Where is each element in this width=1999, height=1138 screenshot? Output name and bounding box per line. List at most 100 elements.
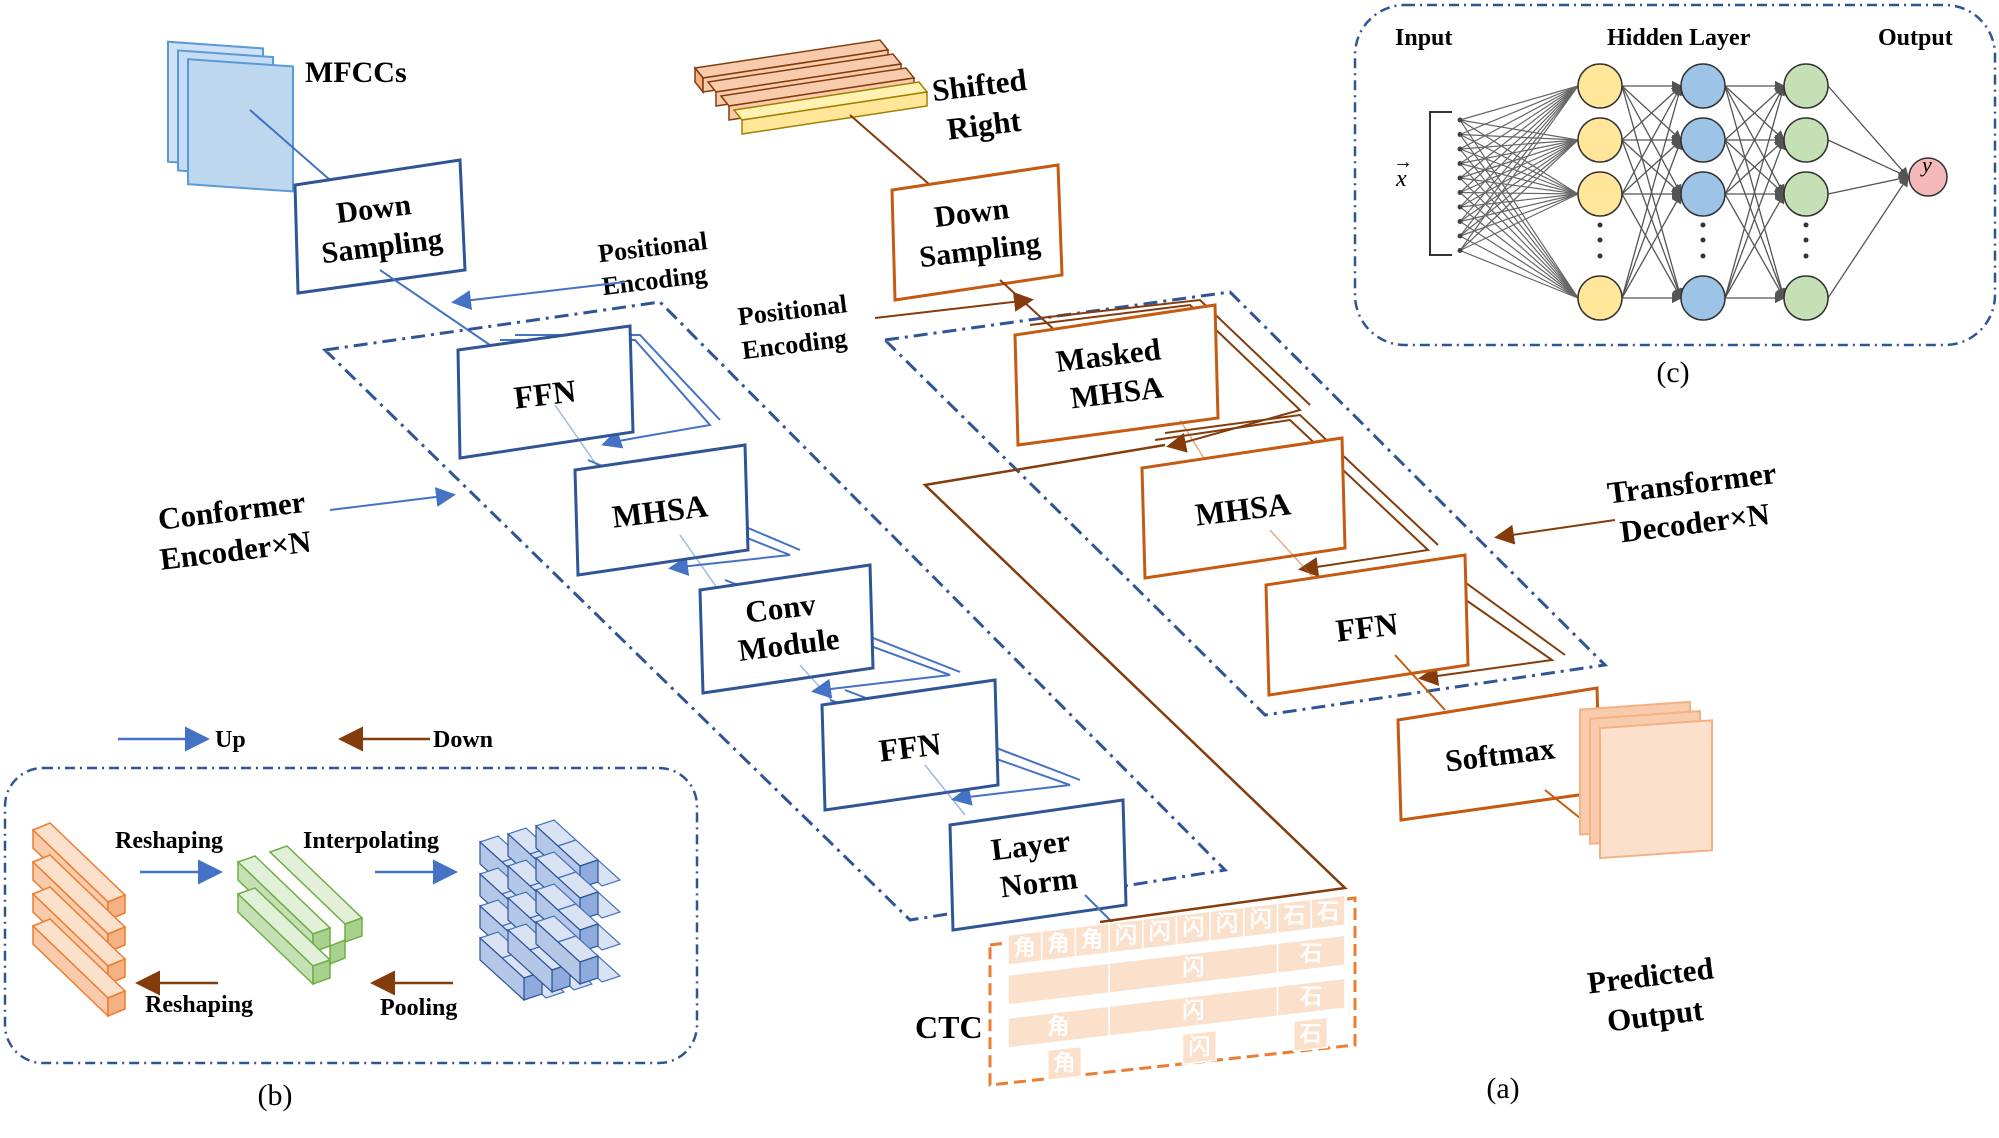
nn-nodes <box>1457 63 1948 321</box>
ctc-char: 角 <box>1081 927 1103 953</box>
ctc-char: 石 <box>1316 900 1339 925</box>
decoder-block-ffn: FFN <box>1264 553 1470 697</box>
ctc-cells: 角角角闪闪闪闪闪石石闪石角闪石角闪石 <box>1007 894 1346 1082</box>
cube-face <box>479 936 525 1002</box>
ctc-char: 闪 <box>1182 956 1204 981</box>
hidden-neuron <box>1783 275 1829 321</box>
ctc-char: 闪 <box>1182 999 1204 1024</box>
panel-b-orange-bars <box>31 822 127 1018</box>
ctc-char: 石 <box>1299 942 1322 967</box>
ctc-block: 角角角闪闪闪闪闪石石闪石角闪石角闪石 CTC <box>915 894 1357 1087</box>
ctc-char: 石 <box>1282 904 1305 929</box>
panel-c-input-label: Input <box>1395 25 1452 51</box>
ellipsis-dot <box>1597 253 1603 259</box>
svg-text:Conv Module: Conv Module <box>732 584 842 668</box>
input-dot <box>1457 175 1463 181</box>
ctc-cell <box>1276 977 1346 1018</box>
input-dot <box>1457 248 1463 253</box>
svg-text:Predicted Output: Predicted Output <box>1585 949 1728 1040</box>
ellipsis-dot <box>1597 237 1603 243</box>
panel-b-green-bars <box>236 845 364 986</box>
hidden-neuron <box>1680 117 1726 163</box>
legend-down-label: Down <box>433 727 493 753</box>
input-dot <box>1457 132 1463 137</box>
decoder-block-ffn-label: FFN <box>1334 605 1400 648</box>
hidden-neuron <box>1680 63 1726 109</box>
encoder-block-mhsa: MHSA <box>573 443 750 577</box>
ctc-char: 角 <box>1048 931 1070 957</box>
ctc-char: 石 <box>1299 985 1322 1010</box>
panel-c-frame <box>1353 3 1997 347</box>
svg-text:FFN: FFN <box>1334 605 1400 648</box>
svg-text:Positional Encoding: Positional Encoding <box>596 225 719 301</box>
shifted-right-line1: Shifted <box>930 62 1028 108</box>
ctc-char: 石 <box>1299 1022 1322 1047</box>
svg-text:Transformer Decoder×N: Transformer Decoder×N <box>1605 454 1790 550</box>
conformer-encoder-container <box>321 300 1229 922</box>
ctc-cell <box>1292 1016 1329 1053</box>
ctc-label: CTC <box>915 1009 983 1045</box>
panel-c: Input Hidden Layer Output → x y <box>1353 3 1997 347</box>
panel-b-frame <box>3 766 699 1065</box>
panel-b-interpolating: Interpolating <box>303 828 439 854</box>
hidden-neuron <box>1680 275 1726 321</box>
softmax-box: Softmax <box>1396 686 1602 822</box>
transformer-decoder-container <box>881 290 1609 717</box>
ctc-char: 闪 <box>1216 912 1238 937</box>
encoder-block-conv-module: Conv Module <box>698 563 875 695</box>
panel-c-output-label: Output <box>1878 25 1953 51</box>
hidden-neuron <box>1783 171 1829 217</box>
decoder-group: Shifted Right Down Sampling Positional E… <box>693 39 1790 1040</box>
ctc-cell <box>1181 1029 1217 1066</box>
encoder-block-ffn-2: FFN <box>820 678 1000 812</box>
panel-b: Reshaping Interpolating Reshaping Poolin… <box>3 766 699 1065</box>
mfcc-feature-stack <box>167 40 294 193</box>
output-neuron <box>1908 157 1948 197</box>
cube-face <box>507 928 553 994</box>
ctc-char: 闪 <box>1182 916 1204 941</box>
caption-a: (a) <box>1486 1072 1519 1105</box>
encoder-block-ffn-2-label: FFN <box>877 725 943 768</box>
ctc-branch-line <box>922 443 1348 924</box>
ctc-cell <box>1007 962 1110 1006</box>
ctc-cell <box>1276 934 1346 975</box>
panel-b-reshaping-bottom: Reshaping <box>145 992 253 1018</box>
ctc-cell <box>1310 894 1346 931</box>
ellipsis-dot <box>1597 222 1603 228</box>
ellipsis-dot <box>1803 222 1809 228</box>
ctc-char: 角 <box>1014 935 1036 961</box>
legend: Up Down <box>118 726 493 753</box>
encoder-block-layer-norm: Layer Norm <box>948 798 1128 932</box>
svg-text:FFN: FFN <box>512 372 578 415</box>
hidden-neuron <box>1783 117 1829 163</box>
encoder-block-ffn-1: FFN <box>456 324 635 460</box>
legend-up-label: Up <box>215 727 246 753</box>
ellipsis-dot <box>1700 253 1706 259</box>
panel-b-pooling: Pooling <box>380 995 457 1021</box>
svg-text:FFN: FFN <box>877 725 943 768</box>
input-dot <box>1457 117 1463 123</box>
hidden-neuron <box>1680 171 1726 217</box>
ctc-char: 闪 <box>1250 908 1272 933</box>
input-dot <box>1457 161 1463 166</box>
ctc-cell <box>1046 1045 1083 1082</box>
hidden-neuron <box>1577 117 1623 163</box>
ctc-char: 角 <box>1048 1014 1070 1040</box>
svg-text:Positional Encoding: Positional Encoding <box>736 288 859 365</box>
encoder-down-sampling-box: Down Sampling <box>293 158 467 295</box>
caption-b: (b) <box>258 1079 293 1112</box>
panel-c-y-label: y <box>1920 152 1932 177</box>
nn-edges <box>1459 80 1910 304</box>
cube-face <box>535 920 581 986</box>
predicted-output-line2: Output <box>1605 992 1706 1039</box>
svg-text:Shifted Right: Shifted Right <box>930 61 1041 148</box>
panel-c-x-arrow: → <box>1393 151 1413 173</box>
input-dot <box>1457 219 1463 224</box>
shifted-right-line2: Right <box>945 103 1023 147</box>
decoder-down-sampling-box: Down Sampling <box>890 163 1064 302</box>
caption-c: (c) <box>1656 356 1689 389</box>
ellipsis-dot <box>1700 237 1706 243</box>
hidden-neuron <box>1577 275 1623 321</box>
svg-text:Conformer Encoder×N: Conformer Encoder×N <box>153 483 319 577</box>
